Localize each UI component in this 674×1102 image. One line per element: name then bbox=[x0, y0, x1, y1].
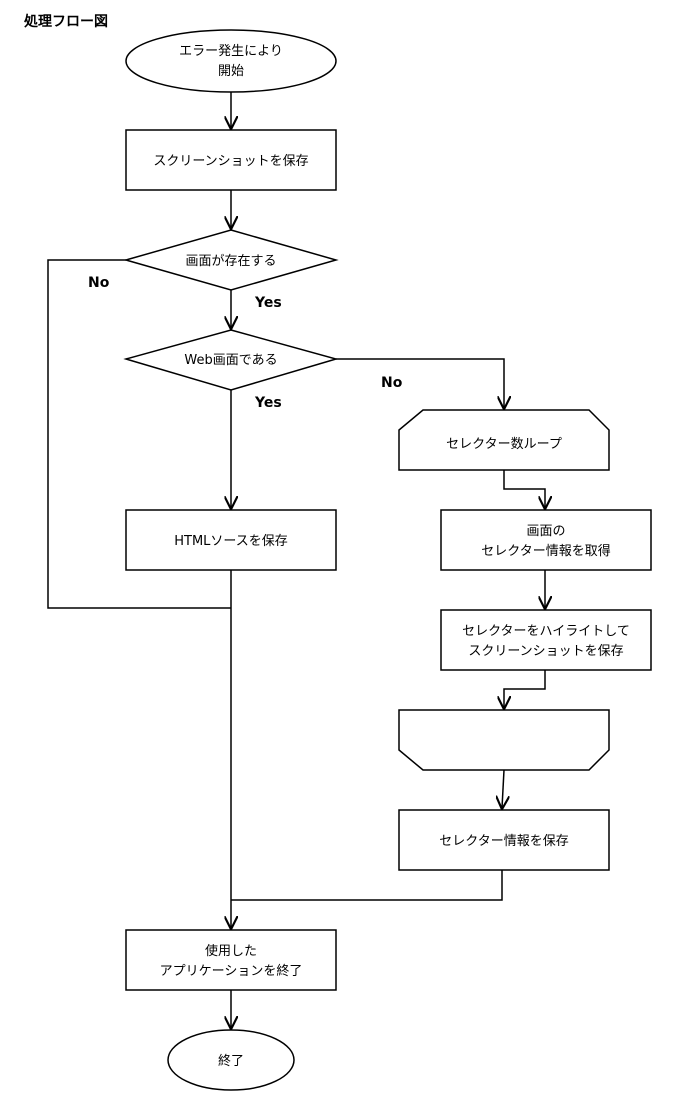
highlight-line2: スクリーンショットを保存 bbox=[468, 644, 623, 659]
end-terminal: 終了 bbox=[167, 1029, 295, 1091]
edge-highlight-to-loop-end bbox=[504, 670, 546, 708]
start-line1: エラー発生により bbox=[179, 44, 283, 59]
diagram-title: 処理フロー図 bbox=[23, 13, 108, 30]
loop-end bbox=[398, 709, 610, 771]
loop-start-label: セレクター数ループ bbox=[446, 437, 562, 452]
branch-label-no-2: No bbox=[381, 375, 403, 391]
edge-loop-to-get-selector bbox=[503, 470, 545, 508]
highlight-line1: セレクターをハイライトして bbox=[462, 624, 630, 639]
edge-decision1-no bbox=[47, 259, 231, 609]
close-app-line1: 使用した bbox=[205, 943, 257, 959]
process-save-html: HTMLソースを保存 bbox=[125, 509, 337, 571]
save-selector-label: セレクター情報を保存 bbox=[439, 834, 568, 849]
get-selector-line1: 画面の bbox=[526, 524, 565, 539]
edge-save-selector-merge bbox=[231, 870, 503, 901]
start-terminal: エラー発生により 開始 bbox=[125, 29, 337, 93]
loop-start: セレクター数ループ bbox=[398, 409, 610, 471]
process-save-selector: セレクター情報を保存 bbox=[398, 809, 610, 871]
edge-loop-end-to-save-selector bbox=[502, 769, 504, 808]
decision-is-web: Web画面である bbox=[123, 329, 339, 391]
save-html-label: HTMLソースを保存 bbox=[174, 534, 288, 549]
process-close-app: 使用した アプリケーションを終了 bbox=[125, 929, 337, 991]
decision-is-web-label: Web画面である bbox=[184, 353, 277, 368]
branch-label-no-1: No bbox=[88, 275, 110, 291]
process-save-screenshot: スクリーンショットを保存 bbox=[125, 129, 337, 191]
get-selector-line2: セレクター情報を取得 bbox=[481, 543, 610, 559]
process-highlight-screenshot: セレクターをハイライトして スクリーンショットを保存 bbox=[440, 609, 652, 671]
close-app-line2: アプリケーションを終了 bbox=[160, 963, 303, 979]
decision-screen-exists: 画面が存在する bbox=[123, 229, 339, 291]
decision-screen-exists-label: 画面が存在する bbox=[185, 254, 276, 269]
branch-label-yes-1: Yes bbox=[254, 295, 282, 311]
save-screenshot-label: スクリーンショットを保存 bbox=[153, 154, 308, 169]
end-label: 終了 bbox=[218, 1053, 244, 1069]
process-get-selector: 画面の セレクター情報を取得 bbox=[440, 509, 652, 571]
branch-label-yes-2: Yes bbox=[254, 395, 282, 411]
start-line2: 開始 bbox=[218, 64, 244, 79]
edge-decision2-no bbox=[336, 358, 504, 408]
